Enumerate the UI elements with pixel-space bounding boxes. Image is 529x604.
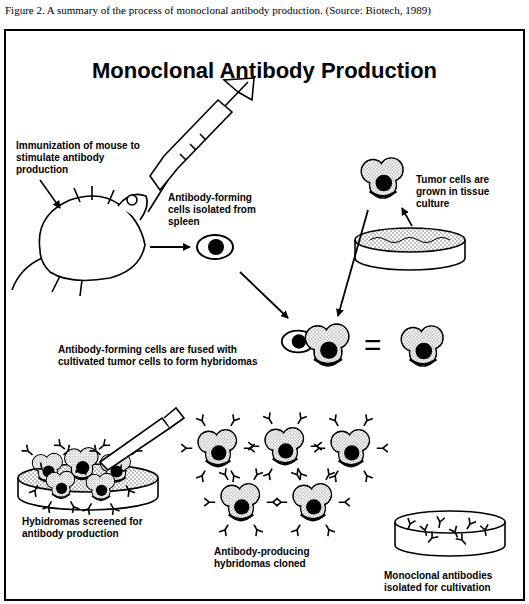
step-label: Tumor cells are grown in tissue culture [416, 174, 520, 210]
step-label: Antibody-forming cells isolated from spl… [168, 192, 276, 228]
step-label: Monoclonal antibodies isolated for culti… [384, 570, 522, 594]
step-label: Hybidromas screened for antibody product… [22, 516, 152, 540]
equals-sign: = [364, 330, 382, 360]
step-label: Antibody-forming cells are fused with cu… [58, 344, 276, 368]
step-label: Immunization of mouse to stimulate antib… [16, 140, 156, 176]
step-label: Antibody-producing hybridomas cloned [214, 546, 344, 570]
diagram-title: Monoclonal Antibody Production [0, 58, 529, 84]
figure-caption: Figure 2. A summary of the process of mo… [5, 4, 431, 16]
